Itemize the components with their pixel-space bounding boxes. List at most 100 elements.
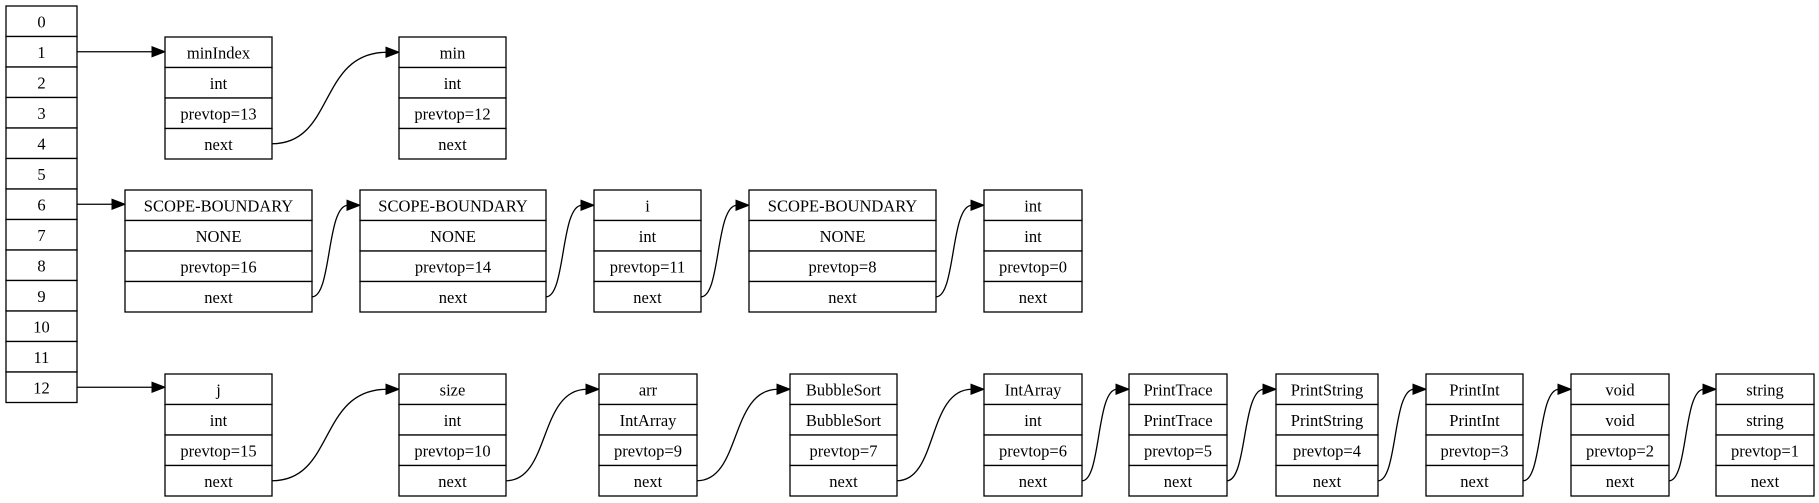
node-prevtop-cell [598, 434, 698, 467]
node-type: BubbleSort [806, 411, 882, 430]
node-prevtop-cell [983, 250, 1083, 283]
next-link-size-to-arr [505, 383, 601, 482]
node-type: int [444, 74, 462, 93]
node-next: next [828, 288, 857, 307]
node-next: next [1019, 288, 1048, 307]
table-slot-cell [5, 218, 78, 251]
node-next-cell [593, 280, 702, 313]
node-type: PrintString [1291, 411, 1363, 430]
node-prevtop: prevtop=10 [414, 441, 490, 460]
table-slot-0: 0 [5, 5, 78, 38]
node-type-cell [164, 66, 273, 99]
table-slot-5: 5 [5, 157, 78, 190]
node-name-cell [1715, 373, 1815, 406]
node-name-cell [1570, 373, 1670, 406]
node-prevtop: prevtop=0 [999, 257, 1067, 276]
next-link-PrintString-to-PrintInt [1377, 383, 1428, 482]
table-slot-label: 5 [37, 165, 45, 184]
node-prevtop: prevtop=16 [180, 257, 256, 276]
next-link-curve [1081, 388, 1118, 482]
node-prevtop-cell [359, 250, 547, 283]
slot-link-1 [77, 46, 167, 58]
node-name: j [215, 380, 221, 399]
table-slot-cell [5, 5, 78, 38]
next-link-BubbleSort-to-IntArray [896, 383, 986, 482]
arrowhead [1557, 383, 1573, 395]
table-slot-11: 11 [5, 340, 78, 373]
node-type-cell [598, 403, 698, 436]
next-link-sb3-to-int [935, 199, 986, 298]
arrowhead [735, 199, 751, 211]
table-slot-7: 7 [5, 218, 78, 251]
table-slot-cell [5, 188, 78, 221]
node-name: arr [639, 380, 658, 399]
table-slot-label: 3 [37, 104, 45, 123]
node-prevtop: prevtop=2 [1586, 441, 1654, 460]
table-slot-8: 8 [5, 249, 78, 282]
node-type-cell [124, 219, 313, 252]
node-next: next [439, 288, 468, 307]
node-name-cell [398, 36, 507, 69]
next-link-minIndex-to-min [271, 46, 401, 145]
node-name: minIndex [187, 43, 251, 62]
arrowhead [151, 46, 167, 58]
table-slot-12: 12 [5, 371, 78, 404]
node-name: SCOPE-BOUNDARY [144, 196, 294, 215]
node-prevtop-cell [1570, 434, 1670, 467]
node-prevtop: prevtop=5 [1144, 441, 1212, 460]
node-name: PrintString [1291, 380, 1363, 399]
node-name-cell [398, 373, 507, 406]
table-slot-label: 12 [33, 378, 50, 397]
node-next-cell [1570, 464, 1670, 497]
node-next-cell [983, 464, 1083, 497]
node-next: next [204, 288, 233, 307]
node-next-cell [164, 127, 273, 160]
next-link-arr-to-BubbleSort [696, 383, 792, 482]
node-type: int [1024, 411, 1042, 430]
next-link-curve [1522, 388, 1560, 482]
next-link-curve [1226, 388, 1265, 482]
table-slot-label: 7 [37, 226, 45, 245]
table-slot-label: 6 [37, 195, 45, 214]
node-name: string [1746, 380, 1784, 399]
node-type-cell [593, 219, 702, 252]
slot-link-12 [77, 381, 167, 393]
node-next: next [1313, 472, 1342, 491]
node-prevtop: prevtop=12 [414, 104, 490, 123]
arrowhead [111, 198, 127, 210]
table-slot-6: 6 [5, 188, 78, 221]
next-link-sb2-to-i [545, 199, 596, 298]
node-prevtop-cell [593, 250, 702, 283]
arrowhead [151, 381, 167, 393]
next-link-PrintInt-to-void [1522, 383, 1573, 482]
node-prevtop: prevtop=7 [810, 441, 878, 460]
slot-link-6 [77, 198, 127, 210]
node-type: NONE [820, 227, 866, 246]
node-type-cell [1275, 403, 1379, 436]
node-prevtop: prevtop=1 [1731, 441, 1799, 460]
table-slot-10: 10 [5, 310, 78, 343]
node-prevtop: prevtop=3 [1441, 441, 1509, 460]
node-type: int [1024, 227, 1042, 246]
arrowhead [776, 383, 792, 395]
table-slot-label: 0 [37, 12, 45, 31]
node-type: int [639, 227, 657, 246]
node-next-cell [359, 280, 547, 313]
node-type: NONE [430, 227, 476, 246]
node-type: NONE [196, 227, 242, 246]
table-slot-cell [5, 279, 78, 312]
table-slot-label: 10 [33, 317, 50, 336]
node-name-cell [983, 373, 1083, 406]
node-next: next [634, 472, 663, 491]
node-type: int [210, 411, 228, 430]
node-next: next [204, 135, 233, 154]
next-link-curve [1668, 388, 1705, 482]
